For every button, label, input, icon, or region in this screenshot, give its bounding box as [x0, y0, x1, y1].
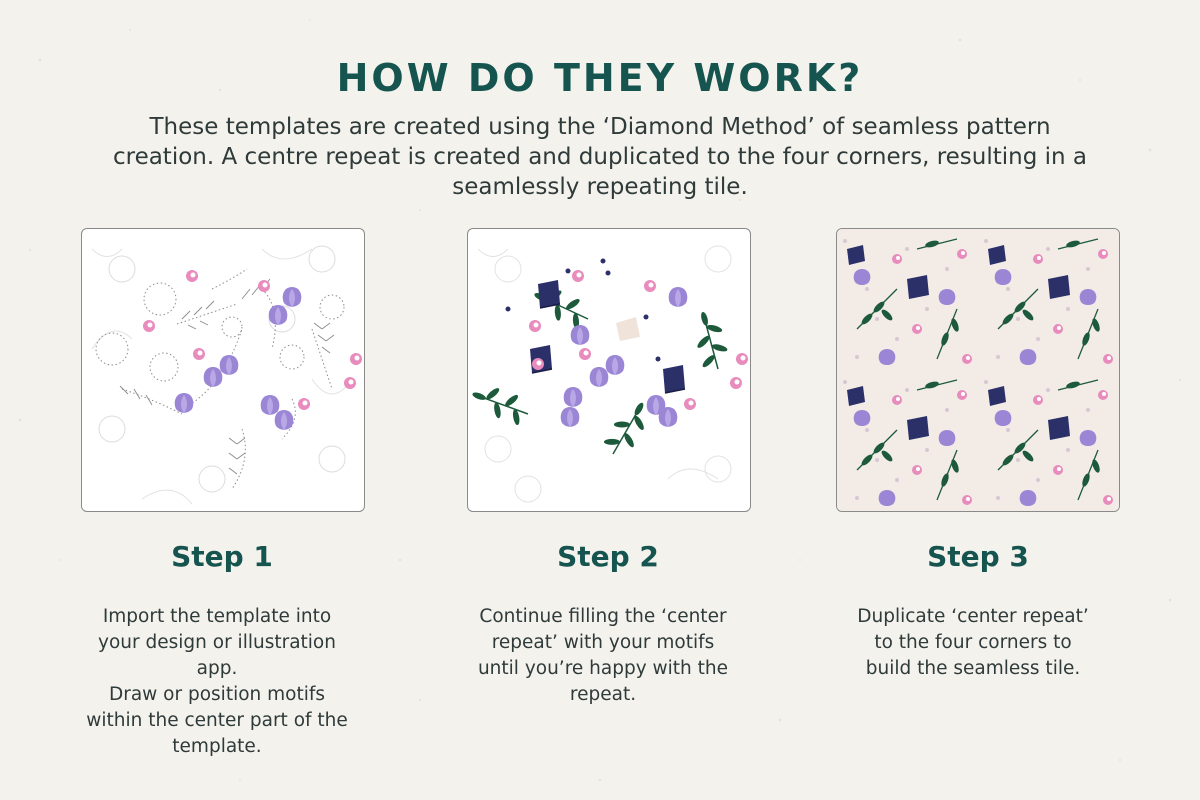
step-3-description: Duplicate ‘center repeat’ to the four co… — [857, 606, 1089, 679]
step-1-title: Step 1 — [171, 540, 273, 573]
berry-icon — [143, 270, 362, 410]
step-3-illustration — [836, 228, 1120, 512]
step-2-illustration — [467, 228, 751, 512]
step-1-illustration — [81, 228, 365, 512]
step-3-title: Step 3 — [927, 540, 1029, 573]
step-2-description: Continue filling the ‘center repeat’ wit… — [477, 606, 729, 705]
step-2-title: Step 2 — [557, 540, 659, 573]
intro-paragraph: These templates are created using the ‘D… — [112, 114, 1088, 200]
flower-icon — [174, 287, 302, 430]
leaf-sketches — [119, 278, 335, 475]
seamless-tile-pattern — [837, 229, 1119, 511]
dotted-sketch-lines — [95, 268, 345, 490]
book-icon — [529, 279, 686, 394]
flower-icon — [560, 287, 688, 427]
berry-icon — [529, 270, 748, 410]
step-1-description: Import the template into your design or … — [86, 606, 348, 757]
page-title: HOW DO THEY WORK? — [336, 56, 864, 100]
